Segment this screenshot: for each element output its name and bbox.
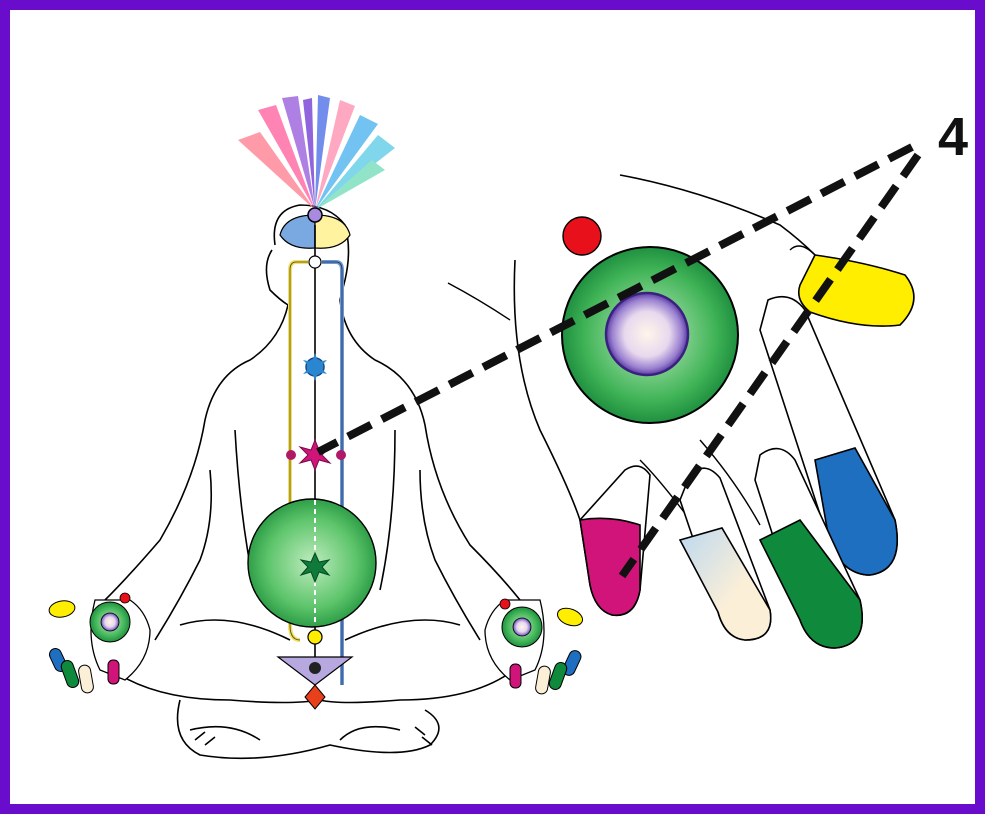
- third-eye-point: [309, 256, 321, 268]
- small-hand-left: [47, 593, 150, 694]
- root-point: [309, 662, 321, 674]
- base-diamond: [305, 685, 325, 709]
- callout-label: 4: [938, 107, 968, 167]
- enlarged-hand: [448, 175, 914, 648]
- crown-point: [308, 208, 322, 222]
- sacral-point: [308, 630, 322, 644]
- small-hand-right: [485, 599, 585, 695]
- red-point: [563, 217, 601, 255]
- right-side-point: [336, 450, 346, 460]
- left-side-point: [286, 450, 296, 460]
- crown-rays: [238, 95, 395, 210]
- palm-center: [606, 293, 688, 375]
